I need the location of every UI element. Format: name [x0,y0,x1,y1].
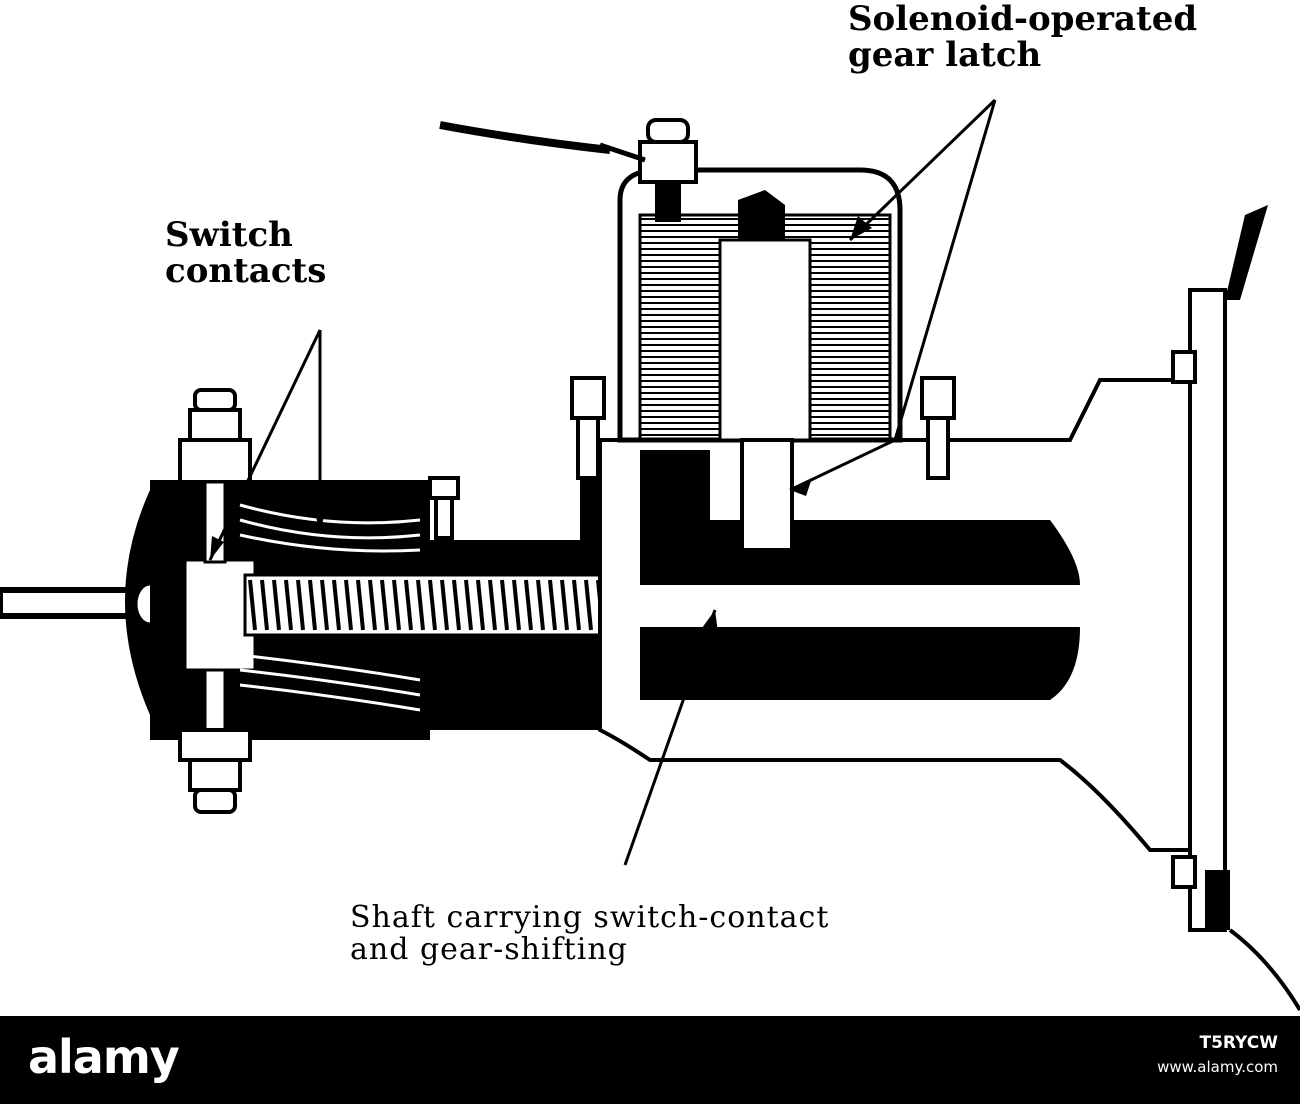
leader-arrowheads [210,216,872,632]
switch-contacts-label: Switch contacts [165,215,327,291]
coil-spring [243,573,667,637]
watermark-id-block: T5RYCW www.alamy.com [1157,1030,1278,1080]
bottom-terminal-post [178,668,252,814]
mounting-flange [1188,205,1300,1012]
watermark-image-id: T5RYCW [1199,1033,1278,1053]
leader-shaft [623,609,717,866]
arrowhead-solenoid-coil [850,216,872,240]
arrowhead-switch-1 [210,536,224,560]
watermark-footer: alamy T5RYCW www.alamy.com [0,1016,1300,1104]
leader-solenoid-coil [848,98,997,242]
leader-solenoid-latch [789,99,997,492]
watermark-url: www.alamy.com [1157,1058,1278,1077]
arrowhead-solenoid-latch [790,478,812,496]
solenoid-terminal-wire [439,118,698,222]
starter-switch-drawing [0,98,1300,1012]
shaft-label: Shaft carrying switch-contact and gear-s… [350,900,830,967]
housing-bolts [428,350,1197,889]
arrowhead-switch-2 [313,508,327,530]
watermark-logo: alamy [28,1030,180,1084]
arrowhead-shaft [702,610,718,632]
leader-switch-contacts-1 [208,329,322,561]
solenoid-housing [617,167,903,552]
switch-contact-fingers [239,503,421,712]
leader-lines [208,98,997,866]
solenoid-gear-latch-label: Solenoid-operated gear latch [848,0,1198,75]
